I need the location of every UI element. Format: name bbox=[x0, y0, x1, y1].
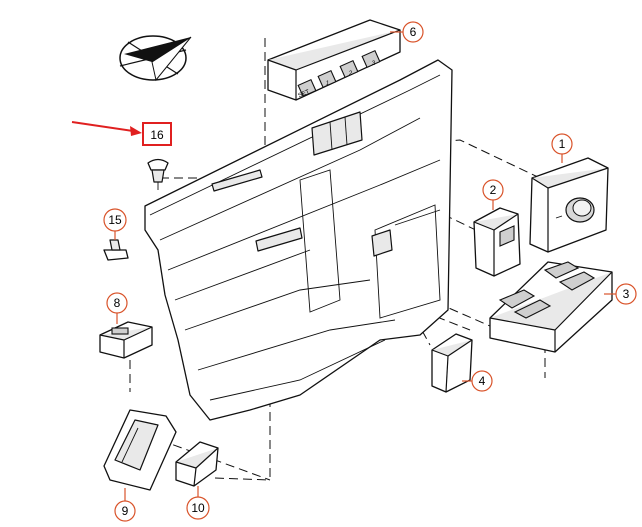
callout-2-label: 2 bbox=[490, 183, 497, 197]
callout-1: 1 bbox=[551, 133, 573, 155]
callout-9: 9 bbox=[114, 500, 136, 522]
part-2-switch bbox=[473, 207, 521, 277]
callout-4-label: 4 bbox=[479, 374, 486, 388]
part-3-window-switch-module bbox=[489, 261, 613, 353]
part-6-memory-switch: SET 1 2 3 bbox=[267, 19, 401, 101]
seat-button-3-label: 3 bbox=[372, 61, 376, 67]
callout-4: 4 bbox=[471, 370, 493, 392]
callout-8-label: 8 bbox=[114, 296, 121, 310]
seat-button-set-label: SET bbox=[298, 89, 311, 99]
door-trim-panel bbox=[144, 59, 453, 421]
callout-1-label: 1 bbox=[559, 137, 566, 151]
callout-16-label: 16 bbox=[150, 128, 164, 142]
part-10-switch bbox=[175, 441, 219, 487]
callout-9-label: 9 bbox=[122, 504, 129, 518]
part-4-switch bbox=[431, 333, 473, 393]
callout-10-label: 10 bbox=[191, 501, 205, 515]
callout-10: 10 bbox=[186, 496, 210, 520]
callout-2: 2 bbox=[482, 179, 504, 201]
callout-15-label: 15 bbox=[108, 213, 122, 227]
callout-6: 6 bbox=[402, 21, 424, 43]
seat-button-1-label: 1 bbox=[326, 81, 330, 87]
callout-3: 3 bbox=[615, 283, 637, 305]
callout-8: 8 bbox=[106, 292, 128, 314]
callout-leaders bbox=[114, 31, 616, 501]
callout-3-label: 3 bbox=[623, 287, 630, 301]
part-8-switch bbox=[99, 321, 153, 359]
highlight-arrow-icon bbox=[71, 121, 142, 136]
part-15-retainer bbox=[103, 239, 129, 261]
part-9-switch-bezel bbox=[103, 409, 177, 491]
callout-15: 15 bbox=[103, 208, 127, 232]
callout-6-label: 6 bbox=[410, 25, 417, 39]
orientation-compass-icon bbox=[119, 35, 192, 82]
part-16-clip bbox=[147, 158, 169, 190]
callout-16: 16 bbox=[142, 122, 172, 146]
seat-button-2-label: 2 bbox=[349, 71, 353, 77]
part-1-light-switch bbox=[529, 157, 609, 253]
